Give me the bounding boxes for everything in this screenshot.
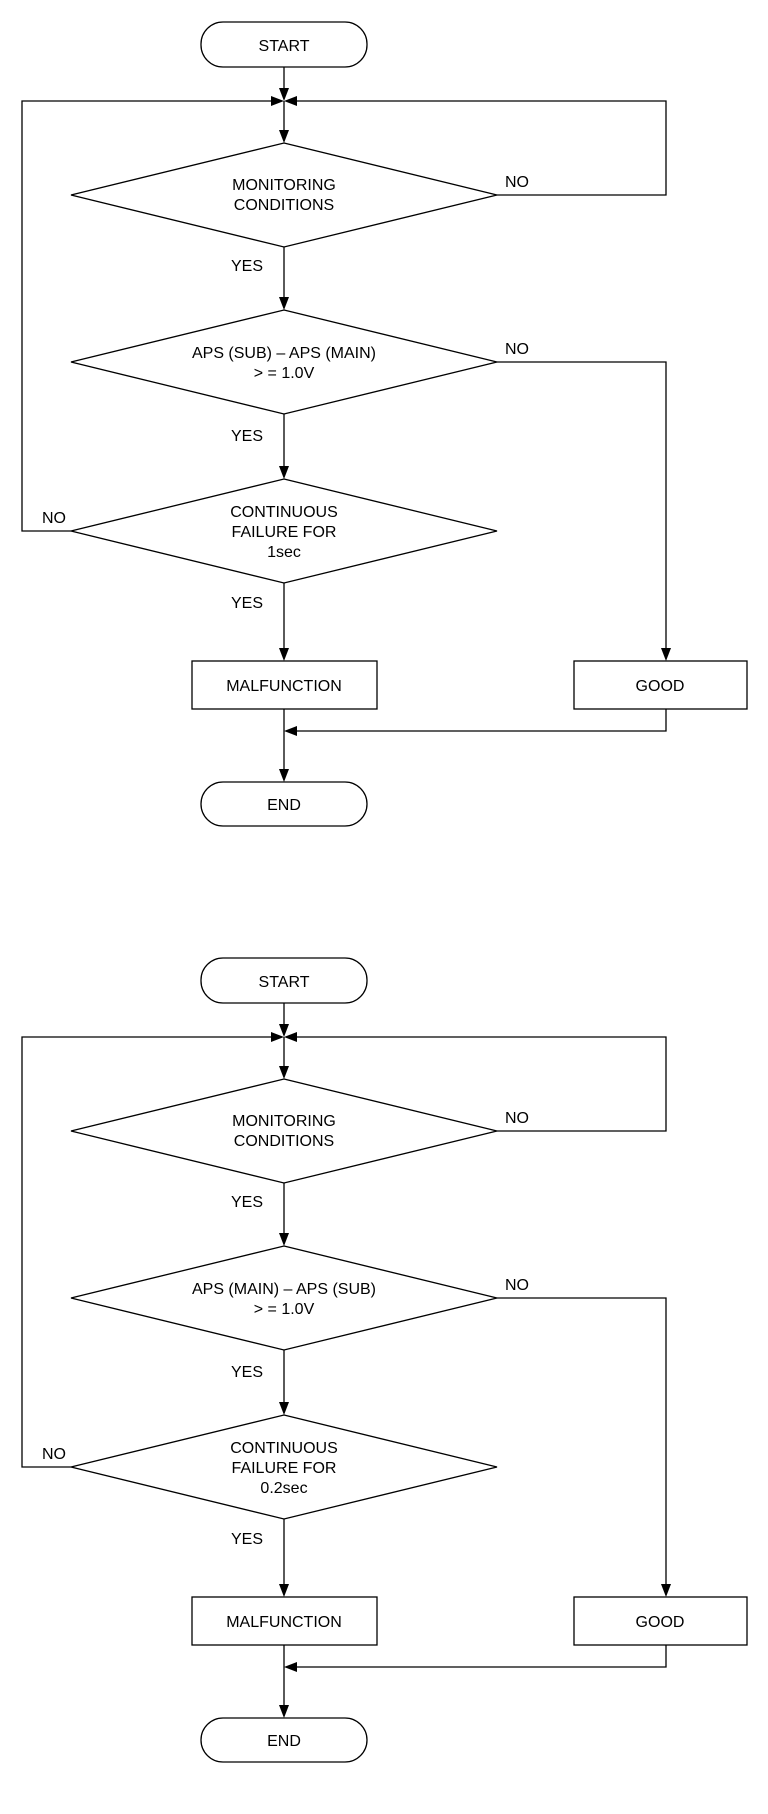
no-label-2: NO [505, 341, 529, 358]
no-path-good-1 [497, 361, 667, 648]
arrow-down [279, 130, 289, 143]
flowchart-2: START MONITORING CONDITIONS NO YES APS (… [21, 957, 748, 1763]
arrow-down [279, 769, 289, 782]
yes-label-3: YES [231, 1531, 263, 1548]
arrow-down [279, 1705, 289, 1718]
no-label-2: NO [505, 1277, 529, 1294]
end-label: END [267, 1733, 301, 1750]
decision3-line3: 1sec [267, 544, 301, 561]
no-loop-3 [21, 1036, 271, 1468]
arrow-down [279, 297, 289, 310]
decision-monitoring-conditions [70, 1078, 498, 1184]
good-merge [297, 709, 667, 732]
arrow-left [284, 96, 297, 106]
decision3-line1: CONTINUOUS [230, 504, 338, 521]
good-label: GOOD [636, 1614, 685, 1631]
good-box [573, 660, 748, 710]
arrow-down [279, 648, 289, 661]
flowchart-1: START MONITORING CONDITIONS NO YES APS (… [21, 21, 748, 827]
no-loop-3 [21, 100, 271, 532]
arrow-left [284, 1032, 297, 1042]
arrow-down [279, 1584, 289, 1597]
malfunction-box [191, 660, 378, 710]
start-label: START [259, 38, 310, 55]
decision3-line3: 0.2sec [260, 1480, 307, 1497]
arrow-right [271, 96, 284, 106]
start-label: START [259, 974, 310, 991]
end-terminal [200, 1717, 368, 1763]
decision2-line1: APS (MAIN) – APS (SUB) [192, 1281, 376, 1298]
decision2-line2: > = 1.0V [254, 1301, 315, 1318]
yes-label-2: YES [231, 1364, 263, 1381]
decision2-line1: APS (SUB) – APS (MAIN) [192, 345, 376, 362]
yes-label-3: YES [231, 595, 263, 612]
end-terminal [200, 781, 368, 827]
malfunction-label: MALFUNCTION [226, 678, 342, 695]
arrow-left [284, 1662, 297, 1672]
arrow-left [284, 726, 297, 736]
no-label-1: NO [505, 174, 529, 191]
no-loop-1 [297, 100, 667, 196]
malfunction-label: MALFUNCTION [226, 1614, 342, 1631]
decision1-line2: CONDITIONS [234, 1133, 334, 1150]
arrow-down [279, 466, 289, 479]
yes-label-1: YES [231, 258, 263, 275]
arrow-right [271, 1032, 284, 1042]
arrow-down [279, 1233, 289, 1246]
decision1-line2: CONDITIONS [234, 197, 334, 214]
arrow-down [279, 1402, 289, 1415]
arrow-down [279, 1066, 289, 1079]
decision1-line1: MONITORING [232, 1113, 336, 1130]
decision1-line1: MONITORING [232, 177, 336, 194]
decision-aps-difference [70, 309, 498, 415]
yes-label-2: YES [231, 428, 263, 445]
good-label: GOOD [636, 678, 685, 695]
no-label-1: NO [505, 1110, 529, 1127]
no-path-good-1 [497, 1297, 667, 1584]
no-loop-1 [297, 1036, 667, 1132]
yes-label-1: YES [231, 1194, 263, 1211]
arrow-down [279, 1024, 289, 1037]
decision3-line2: FAILURE FOR [232, 524, 337, 541]
arrow-down [661, 1584, 671, 1597]
decision3-line1: CONTINUOUS [230, 1440, 338, 1457]
no-label-3: NO [42, 1446, 66, 1463]
end-label: END [267, 797, 301, 814]
arrow-down [279, 88, 289, 101]
no-label-3: NO [42, 510, 66, 527]
arrow-down [661, 648, 671, 661]
decision3-line2: FAILURE FOR [232, 1460, 337, 1477]
decision2-line2: > = 1.0V [254, 365, 315, 382]
malfunction-box [191, 1596, 378, 1646]
good-merge [297, 1645, 667, 1668]
decision-monitoring-conditions [70, 142, 498, 248]
decision-aps-difference [70, 1245, 498, 1351]
good-box [573, 1596, 748, 1646]
